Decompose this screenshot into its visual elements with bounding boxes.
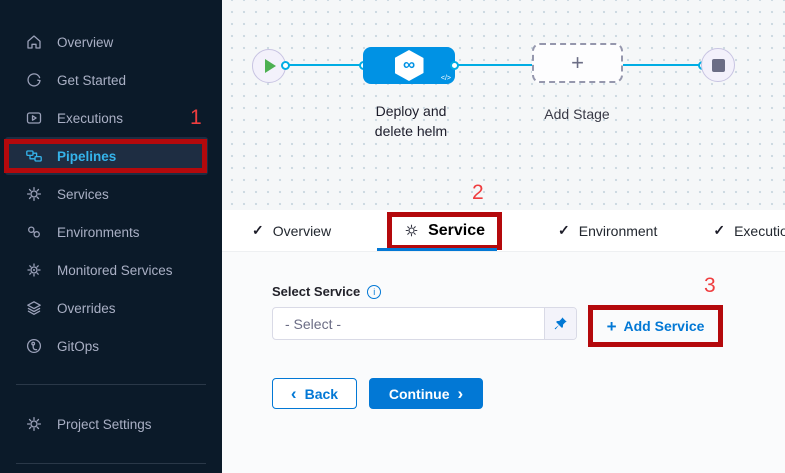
back-button-label: Back <box>304 385 339 402</box>
tab-overview[interactable]: ✓ Overview <box>252 222 331 239</box>
continue-button-label: Continue <box>388 385 450 402</box>
stage-name-line1: Deploy and <box>375 103 447 119</box>
chevron-right-icon: › <box>457 383 464 403</box>
sidebar-divider <box>16 463 206 464</box>
add-stage-button[interactable]: + <box>532 43 623 83</box>
annotation-box-add-service: + Add Service <box>588 305 723 347</box>
sidebar-item-label: Environments <box>57 224 140 240</box>
code-icon: </> <box>440 75 451 82</box>
infinity-icon: ∞ <box>402 55 416 74</box>
select-service-label: Select Service <box>272 284 361 299</box>
sidebar-item-environments[interactable]: Environments <box>0 213 222 251</box>
plus-icon: + <box>571 50 584 75</box>
chevron-left-icon: ‹ <box>290 383 297 403</box>
select-service-label-row: Select Service i <box>272 284 382 299</box>
sidebar-item-label: Pipelines <box>57 148 117 164</box>
sidebar-item-label: Overview <box>57 34 114 50</box>
sidebar-item-label: Overrides <box>57 300 116 316</box>
add-service-button[interactable]: + Add Service <box>607 318 705 335</box>
pin-button[interactable] <box>544 308 576 339</box>
sidebar-item-services[interactable]: Services <box>0 175 222 213</box>
select-service-dropdown[interactable]: - Select - <box>285 315 342 332</box>
sidebar-item-label: Get Started <box>57 72 127 88</box>
connector-dot <box>281 61 290 70</box>
gitops-icon <box>24 337 43 356</box>
sidebar-item-label: Services <box>57 186 109 202</box>
executions-icon <box>24 109 43 128</box>
select-service-input-group: - Select - <box>272 307 577 340</box>
get-started-icon <box>24 71 43 90</box>
sidebar-item-executions[interactable]: Executions <box>0 99 222 137</box>
continue-button[interactable]: Continue › <box>369 378 483 409</box>
sidebar-item-label: Monitored Services <box>57 262 173 278</box>
pipeline-connector-line <box>282 64 702 66</box>
sidebar-item-overview[interactable]: Overview <box>0 23 222 61</box>
sidebar-item-gitops[interactable]: GitOps <box>0 327 222 365</box>
stage-tabbar: ✓ Overview Service ✓ Environment ✓ Execu… <box>222 210 785 252</box>
tab-label: Overview <box>272 222 332 239</box>
sidebar: Overview Get Started Executions Pipeline… <box>0 0 222 473</box>
sidebar-item-label: Executions <box>57 110 124 126</box>
annotation-number-1: 1 <box>190 106 202 129</box>
check-icon: ✓ <box>252 222 264 238</box>
form-button-row: ‹ Back Continue › <box>272 378 483 409</box>
info-icon[interactable]: i <box>367 284 382 299</box>
monitored-services-icon <box>24 261 43 280</box>
plus-icon: + <box>606 316 617 336</box>
sidebar-item-project-settings[interactable]: Project Settings <box>0 405 222 443</box>
gear-icon <box>24 415 43 434</box>
stage-name-line2: delete helm <box>374 123 448 139</box>
check-icon: ✓ <box>713 222 726 238</box>
cd-stage-hexagon-icon: ∞ <box>394 50 424 81</box>
pipelines-icon <box>24 147 43 166</box>
active-tab-underline <box>377 248 497 251</box>
connector-dot <box>450 61 459 70</box>
main-area: ∞ </> + Deploy and delete helm Add Stage… <box>222 0 785 473</box>
sidebar-item-label: Project Settings <box>57 416 152 432</box>
check-icon: ✓ <box>558 222 570 238</box>
back-button[interactable]: ‹ Back <box>272 378 357 409</box>
sidebar-divider <box>16 384 206 385</box>
home-icon <box>24 33 43 52</box>
gear-icon <box>405 224 418 237</box>
tab-label: Environment <box>578 222 658 239</box>
stop-icon <box>711 58 725 72</box>
tab-label: Execution <box>734 222 785 239</box>
sidebar-item-pipelines[interactable]: Pipelines <box>5 137 208 175</box>
environments-icon <box>24 223 43 242</box>
tab-environment[interactable]: ✓ Environment <box>558 222 657 239</box>
service-form: Select Service i - Select - + Add Servic… <box>222 252 785 473</box>
tab-service[interactable]: Service <box>387 211 503 250</box>
tab-label: Service <box>428 221 486 239</box>
overrides-layers-icon <box>24 299 43 318</box>
annotation-number-3: 3 <box>704 274 716 297</box>
pin-icon <box>554 317 567 330</box>
play-icon <box>265 59 276 73</box>
sidebar-item-monitored-services[interactable]: Monitored Services <box>0 251 222 289</box>
add-service-label: Add Service <box>623 318 705 334</box>
stage-node-deploy-and-delete-helm[interactable]: ∞ </> <box>363 47 455 84</box>
services-gear-icon <box>24 185 43 204</box>
pipeline-end-node[interactable] <box>701 48 735 82</box>
annotation-number-2: 2 <box>472 181 484 204</box>
tab-execution[interactable]: ✓ Execution <box>713 222 785 239</box>
sidebar-item-overrides[interactable]: Overrides <box>0 289 222 327</box>
pipeline-canvas[interactable]: ∞ </> + Deploy and delete helm Add Stage… <box>222 0 785 210</box>
stage-name-label: Deploy and delete helm <box>347 101 475 141</box>
add-stage-label: Add Stage <box>544 106 610 122</box>
sidebar-item-label: GitOps <box>57 338 100 354</box>
sidebar-item-get-started[interactable]: Get Started <box>0 61 222 99</box>
